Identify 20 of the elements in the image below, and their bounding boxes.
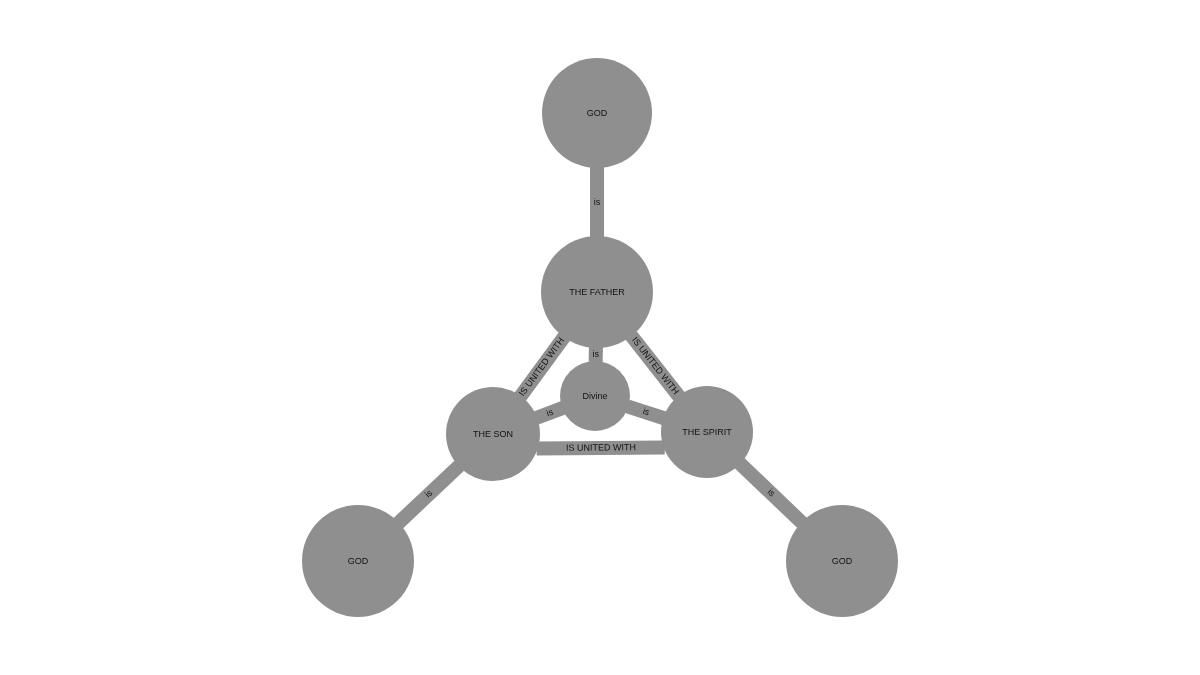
edge-label: is — [593, 196, 601, 208]
edge-label: is — [640, 406, 651, 419]
node-label: THE FATHER — [569, 287, 625, 297]
connector-bar — [533, 401, 566, 425]
connector-bar — [393, 460, 465, 529]
connector-bar — [734, 458, 808, 529]
node-label: Divine — [582, 391, 608, 401]
connector-bar — [625, 399, 667, 425]
edge-label: IS UNITED WITH — [565, 442, 636, 454]
edge-label: is — [422, 488, 435, 501]
connector-bar — [590, 167, 604, 237]
node-label: GOD — [831, 556, 853, 566]
edge-label: is — [592, 349, 600, 360]
node-label: THE SPIRIT — [682, 427, 732, 437]
edge-label: is — [544, 406, 555, 420]
node-label: THE SON — [473, 429, 513, 439]
node-label: GOD — [347, 556, 369, 566]
node-label: GOD — [586, 108, 608, 118]
edge-label: is — [764, 486, 777, 500]
connector-bar — [536, 440, 665, 456]
